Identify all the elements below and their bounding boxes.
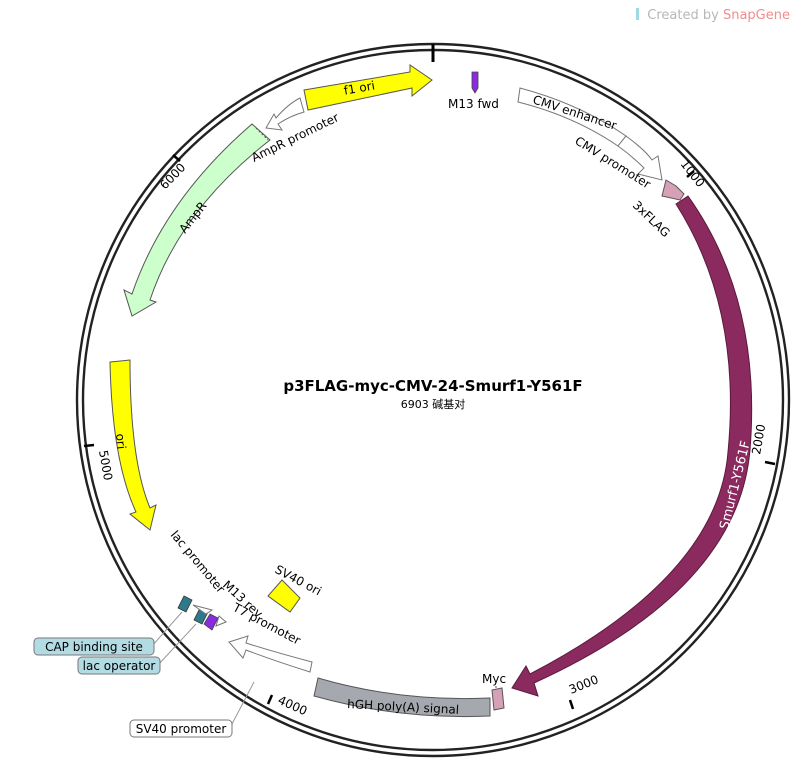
feature-ampr[interactable]: AmpR bbox=[123, 123, 271, 317]
svg-text:Myc: Myc bbox=[482, 672, 506, 686]
tick-1000: 1000 bbox=[678, 157, 708, 190]
svg-text:lac promoter: lac promoter bbox=[168, 528, 228, 596]
tick-label: 1000 bbox=[678, 157, 708, 190]
svg-text:lac operator: lac operator bbox=[83, 659, 156, 673]
callout-cap-binding-site[interactable]: CAP binding site bbox=[33, 611, 183, 656]
snapgene-logo-icon bbox=[636, 8, 640, 20]
feature-3xflag[interactable]: 3xFLAG bbox=[630, 179, 685, 240]
feature-lac-promoter[interactable]: lac promoter bbox=[168, 528, 228, 615]
plasmid-name: p3FLAG-myc-CMV-24-Smurf1-Y561F bbox=[283, 377, 582, 395]
svg-text:hGH poly(A) signal: hGH poly(A) signal bbox=[347, 697, 460, 717]
feature-myc[interactable]: Myc bbox=[482, 672, 506, 711]
tick-3000: 3000 bbox=[567, 672, 601, 710]
callout-sv40-promoter[interactable]: SV40 promoter bbox=[129, 681, 255, 738]
feature-sv40-ori[interactable]: SV40 ori bbox=[267, 562, 324, 613]
plasmid-length: 6903 碱基对 bbox=[401, 397, 466, 411]
tick-label: 6000 bbox=[157, 160, 188, 192]
feature-hgh-polya[interactable]: hGH poly(A) signal bbox=[313, 677, 491, 718]
feature-ampr-promoter[interactable]: AmpR promoter bbox=[249, 97, 341, 165]
svg-text:CMV enhancer: CMV enhancer bbox=[531, 93, 618, 133]
svg-text:SV40 promoter: SV40 promoter bbox=[136, 722, 227, 736]
tick-2000: 2000 bbox=[749, 423, 776, 466]
feature-m13-fwd[interactable]: M13 fwd bbox=[448, 71, 499, 111]
feature-cap-binding-site[interactable] bbox=[177, 595, 193, 613]
callout-lac-operator[interactable]: lac operator bbox=[77, 623, 197, 675]
feature-sv40-promoter[interactable] bbox=[228, 635, 313, 673]
svg-text:3xFLAG: 3xFLAG bbox=[630, 198, 673, 240]
tick-label: 5000 bbox=[96, 449, 115, 482]
tick-label: 3000 bbox=[567, 672, 601, 696]
feature-smurf1-y561f[interactable]: Smurf1-Y561F bbox=[511, 195, 754, 697]
tick-label: 2000 bbox=[749, 423, 768, 456]
feature-f1-ori[interactable]: f1 ori bbox=[303, 64, 433, 111]
snapgene-watermark: Created by SnapGene bbox=[636, 8, 790, 23]
feature-ori[interactable]: ori bbox=[109, 359, 157, 531]
svg-text:ori: ori bbox=[113, 433, 129, 450]
tick-6000: 6000 bbox=[157, 154, 188, 192]
tick-5000: 5000 bbox=[83, 443, 115, 482]
svg-text:CAP binding site: CAP binding site bbox=[45, 640, 143, 654]
tick-4000: 4000 bbox=[266, 693, 309, 718]
svg-text:M13 fwd: M13 fwd bbox=[448, 97, 499, 111]
svg-text:f1 ori: f1 ori bbox=[343, 78, 376, 97]
